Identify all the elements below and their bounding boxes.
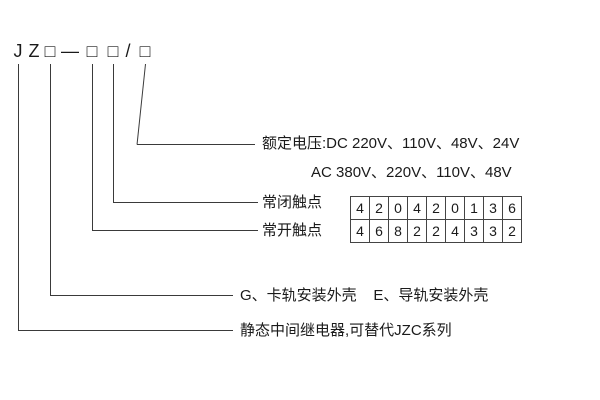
leader-line-nc-horizontal [113, 202, 258, 203]
table-cell: 4 [408, 197, 427, 220]
table-cell: 0 [389, 197, 408, 220]
model-box-3: □ [107, 41, 119, 61]
leader-line-series-vertical [18, 64, 19, 331]
leader-line-no-vertical [92, 64, 93, 231]
table-cell: 6 [503, 197, 522, 220]
model-prefix-z: Z [28, 41, 40, 61]
model-slash: / [125, 41, 131, 61]
nc-contacts-label: 常闭触点 [262, 194, 323, 211]
no-contacts-label: 常开触点 [262, 222, 323, 239]
leader-line-voltage-horizontal [137, 144, 255, 145]
table-cell: 4 [351, 197, 370, 220]
leader-line-voltage-slanted [136, 63, 146, 145]
model-box-4: □ [139, 41, 151, 61]
table-cell: 2 [427, 220, 446, 243]
model-box-1: □ [44, 41, 56, 61]
table-cell: 1 [465, 197, 484, 220]
table-cell: 6 [370, 220, 389, 243]
table-cell: 4 [351, 220, 370, 243]
rated-voltage-dc-label: 额定电压:DC 220V、110V、48V、24V [262, 135, 520, 152]
leader-line-no-horizontal [92, 230, 258, 231]
table-cell: 2 [408, 220, 427, 243]
leader-line-nc-vertical [113, 64, 114, 203]
table-cell: 3 [484, 220, 503, 243]
table-cell: 2 [427, 197, 446, 220]
table-cell: 0 [446, 197, 465, 220]
table-cell: 4 [446, 220, 465, 243]
leader-line-shell-horizontal [50, 295, 233, 296]
model-box-2: □ [86, 41, 98, 61]
table-cell: 3 [484, 197, 503, 220]
shell-options-label: G、卡轨安装外壳 E、导轨安装外壳 [240, 287, 489, 304]
model-prefix-j: J [13, 41, 23, 61]
table-cell: 8 [389, 220, 408, 243]
leader-line-series-horizontal [18, 330, 233, 331]
table-cell: 2 [503, 220, 522, 243]
rated-voltage-ac-label: AC 380V、220V、110V、48V [311, 164, 512, 181]
series-desc-label: 静态中间继电器,可替代JZC系列 [240, 322, 452, 339]
contact-count-table: 4 2 0 4 2 0 1 3 6 4 6 8 2 2 4 3 3 2 [350, 196, 522, 243]
model-dash: — [61, 41, 79, 61]
table-cell: 3 [465, 220, 484, 243]
leader-line-shell-vertical [50, 64, 51, 296]
table-cell: 2 [370, 197, 389, 220]
